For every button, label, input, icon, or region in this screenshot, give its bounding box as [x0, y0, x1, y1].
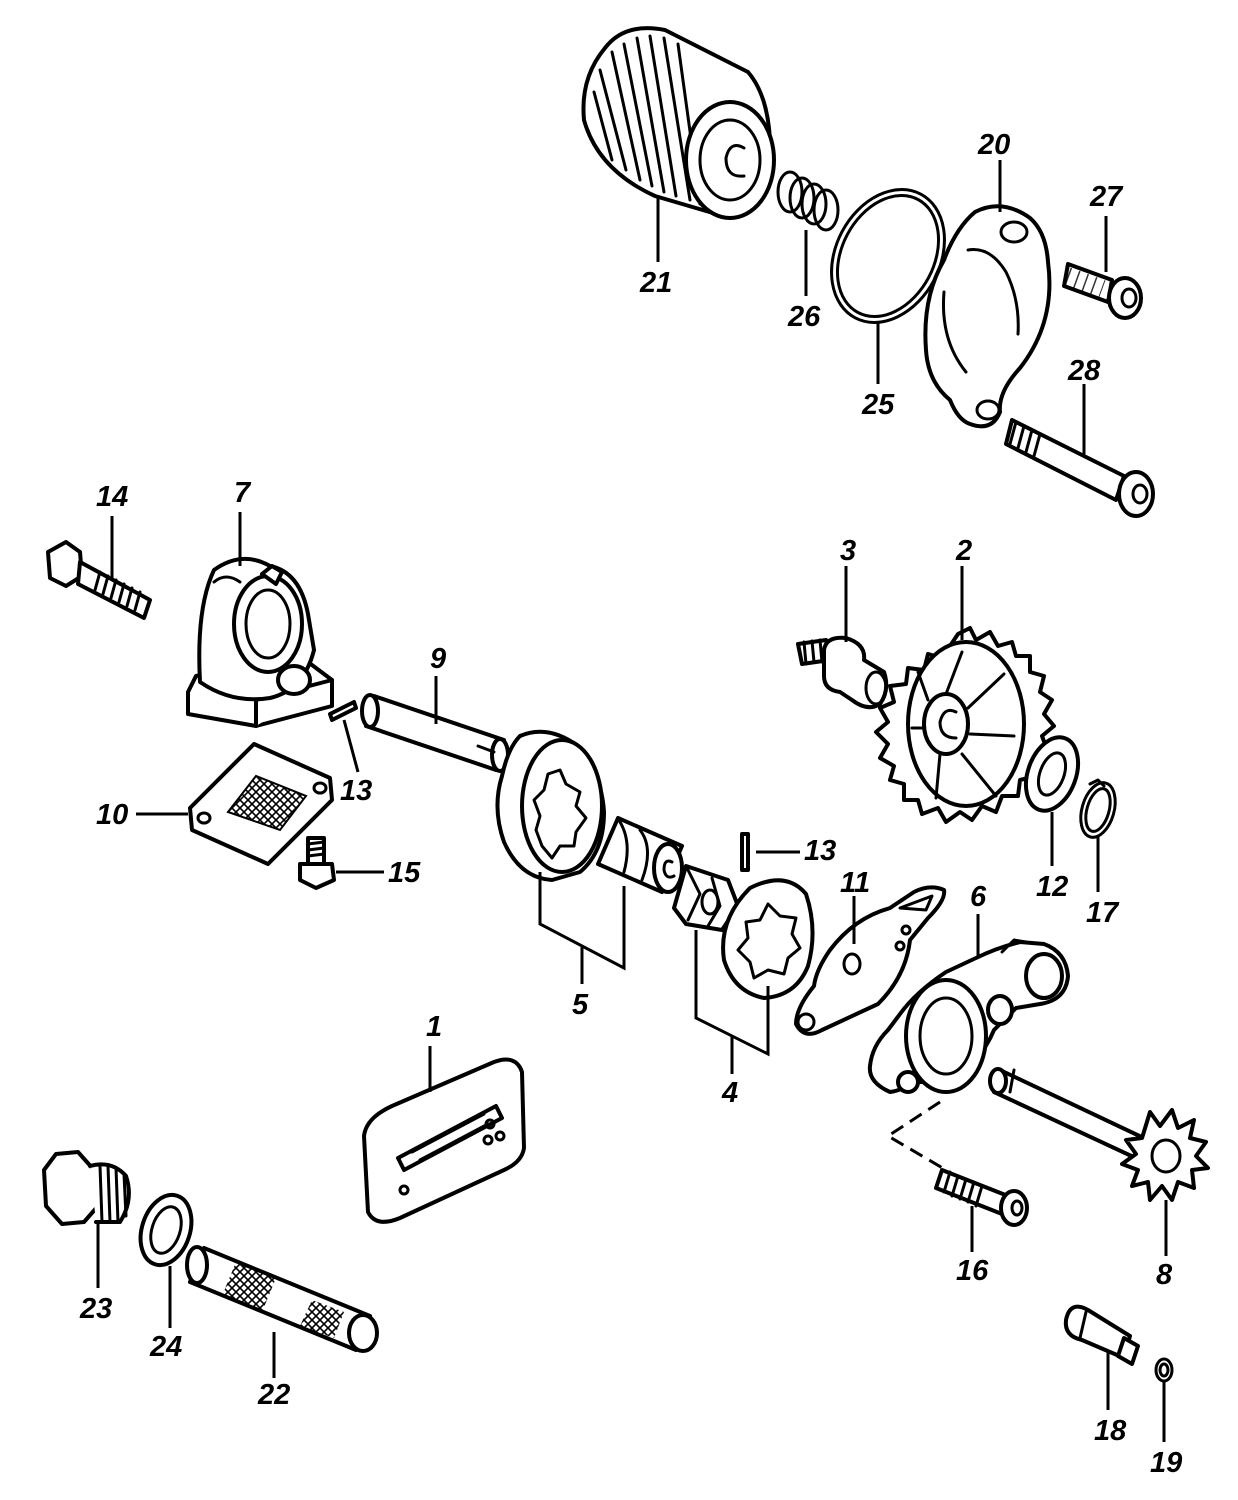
- callout-1: 1: [426, 1011, 442, 1043]
- part-gasket-washer-24: [138, 1192, 194, 1328]
- part-strainer-plate: [136, 742, 334, 866]
- part-small-bolt-15: [298, 836, 384, 890]
- part-strainer-pipe: [185, 1245, 379, 1378]
- callout-6: 6: [970, 881, 987, 913]
- callout-27: 27: [1089, 181, 1124, 213]
- part-cap-screw-16: [885, 1100, 1029, 1252]
- bracket-4: [694, 930, 770, 1074]
- callout-2: 2: [955, 535, 972, 567]
- part-long-bolt-28: [1004, 384, 1155, 518]
- callout-28: 28: [1067, 355, 1101, 387]
- callout-20: 20: [977, 129, 1010, 161]
- callout-18: 18: [1094, 1415, 1127, 1447]
- callout-26: 26: [787, 301, 821, 333]
- part-filter-cap: [923, 160, 1052, 429]
- part-dowel-pin-13-right: [740, 832, 800, 872]
- part-flange-bolt-14: [46, 516, 152, 620]
- part-pump-housing: [186, 512, 334, 728]
- part-washer-12: [1023, 735, 1081, 866]
- part-driven-gear: [874, 566, 1056, 824]
- callout-3: 3: [840, 535, 856, 567]
- callout-10: 10: [96, 799, 128, 831]
- part-pump-shaft: [360, 676, 510, 773]
- callout-22: 22: [257, 1379, 290, 1411]
- callout-4: 4: [721, 1077, 738, 1109]
- callout-9: 9: [430, 643, 446, 675]
- part-drain-plug: [42, 1150, 131, 1288]
- callout-11: 11: [840, 867, 870, 899]
- callout-8: 8: [1156, 1259, 1173, 1291]
- callout-15: 15: [388, 857, 421, 889]
- part-dowel-pin-13-left: [328, 700, 360, 773]
- part-spring: [776, 170, 840, 296]
- callout-16: 16: [956, 1255, 989, 1287]
- part-outer-rotor-5: [495, 729, 606, 882]
- part-oil-filter: [581, 26, 776, 262]
- callout-13-lower: 13: [804, 835, 836, 867]
- part-o-ring-19: [1154, 1357, 1174, 1442]
- callout-17: 17: [1086, 897, 1120, 929]
- callout-23: 23: [79, 1293, 112, 1325]
- callout-19: 19: [1150, 1447, 1182, 1479]
- part-circlip-17: [1079, 778, 1117, 892]
- part-shouldered-bolt-3: [796, 566, 889, 710]
- callout-5: 5: [572, 989, 589, 1021]
- bracket-5: [538, 872, 626, 984]
- part-cap-screw-27: [1059, 216, 1143, 320]
- callout-21: 21: [639, 267, 672, 299]
- part-pump-body: [867, 914, 1070, 1094]
- part-outer-rotor-4: [721, 878, 815, 1000]
- callout-labels: 1 2 3 4 5 6 7 8 9 10 11 12 13 13 14 15 1…: [79, 129, 1182, 1479]
- part-drive-gear-shaft: [988, 1067, 1210, 1256]
- callout-25: 25: [861, 389, 895, 421]
- callout-7: 7: [234, 477, 252, 509]
- callout-24: 24: [149, 1331, 182, 1363]
- part-pump-cover-plate: [794, 885, 947, 1036]
- callout-14: 14: [96, 481, 128, 513]
- part-fitting-18: [1063, 1304, 1140, 1410]
- part-gasket: [362, 1046, 526, 1224]
- part-inner-rotor-5: [596, 816, 684, 894]
- callout-13-upper: 13: [340, 775, 372, 807]
- callout-12: 12: [1036, 871, 1068, 903]
